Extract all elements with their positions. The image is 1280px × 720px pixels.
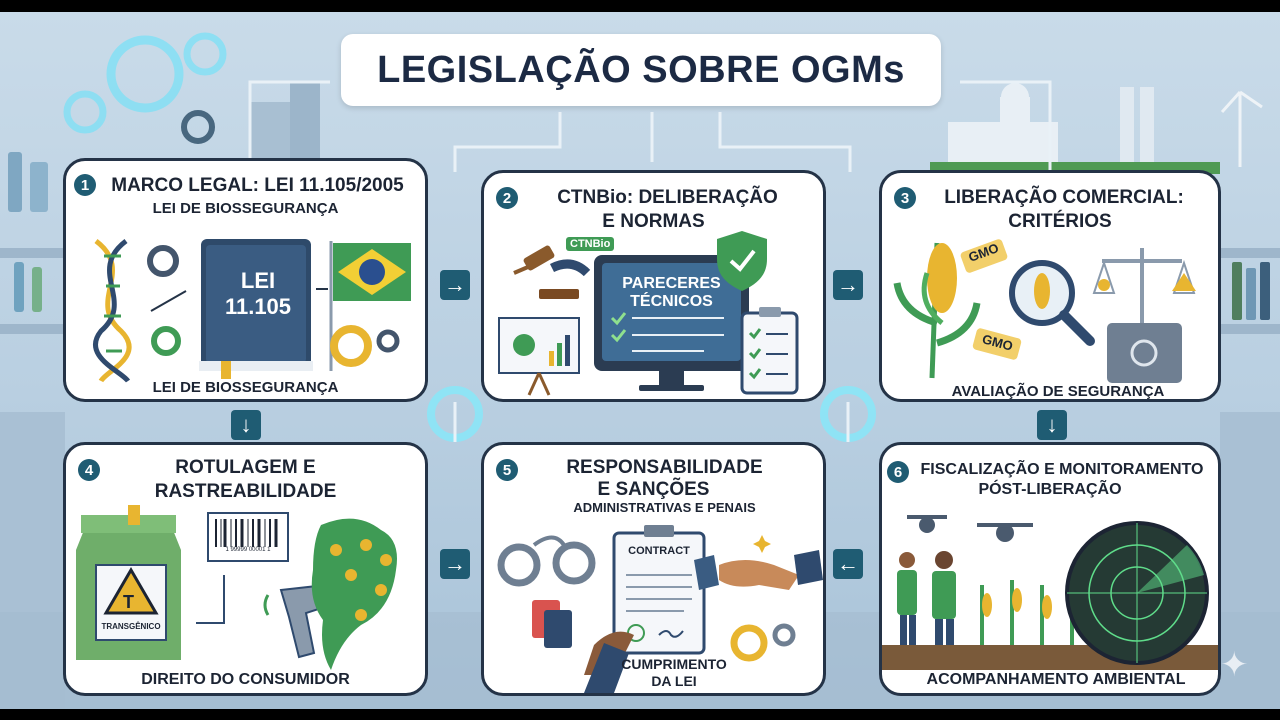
panel-5-illustration xyxy=(497,525,823,693)
panel-2-title: CTNBio: DELIBERAÇÃO xyxy=(557,187,778,208)
panel-4-footer: DIREITO DO CONSUMIDOR xyxy=(141,671,350,688)
book-text-2: 11.105 xyxy=(224,294,292,319)
arrow-right-4-5: → xyxy=(440,549,470,579)
arrow-right-1-2: → xyxy=(440,270,470,300)
panel-number-6: 6 xyxy=(887,461,909,483)
panel-1-footer: LEI DE BIOSSEGURANÇA xyxy=(152,379,339,396)
panel-1-title: MARCO LEGAL: LEI 11.105/2005 xyxy=(111,175,404,196)
arrow-down-1-4: ↓ xyxy=(231,410,261,440)
screen-text-1: PARECERES xyxy=(622,275,721,292)
ctnbio-tag: CTNBio xyxy=(566,237,615,251)
panel-5-title-line2: E SANÇÕES xyxy=(597,479,710,500)
panel-number-4: 4 xyxy=(78,459,100,481)
panel-3-illustration xyxy=(893,239,1196,383)
panel-number-1: 1 xyxy=(74,174,96,196)
panel-1-subtitle: LEI DE BIOSSEGURANÇA xyxy=(152,200,339,217)
panel-2-title-line2: E NORMAS xyxy=(602,211,705,232)
panel-3-title: LIBERAÇÃO COMERCIAL: xyxy=(944,187,1184,208)
barcode-number: 1 99999 00001 1 xyxy=(225,547,271,553)
arrow-left-6-5: ← xyxy=(833,549,863,579)
panel-6-illustration xyxy=(882,515,1218,670)
panel-responsabilidade: 5 RESPONSABILIDADE E SANÇÕES ADMINISTRAT… xyxy=(481,442,826,696)
panel-5-title: RESPONSABILIDADE xyxy=(566,457,763,478)
panel-liberacao-comercial: 3 LIBERAÇÃO COMERCIAL: CRITÉRIOS xyxy=(879,170,1221,402)
panel-5-footer: CUMPRIMENTO xyxy=(621,656,727,672)
panel-4-title-line2: RASTREABILIDADE xyxy=(154,481,337,502)
panel-number-2: 2 xyxy=(496,187,518,209)
panel-5-footer-line2: DA LEI xyxy=(651,673,697,689)
contract-heading: CONTRACT xyxy=(628,545,690,557)
panel-number-5: 5 xyxy=(496,459,518,481)
transgenic-symbol: T xyxy=(123,592,134,612)
panel-6-title-line2: PÓST-LIBERAÇÃO xyxy=(978,481,1122,498)
infographic-canvas: LEGISLAÇÃO SOBRE OGMs 1 MARCO LEGAL: LEI… xyxy=(0,12,1280,709)
sparkle-icon: ✦ xyxy=(1220,646,1249,684)
arrow-right-2-3: → xyxy=(833,270,863,300)
panel-4-title: ROTULAGEM E xyxy=(175,457,316,478)
panel-2-illustration xyxy=(498,231,799,396)
panel-rotulagem: 4 ROTULAGEM E RASTREABILIDADE xyxy=(63,442,428,696)
arrow-down-3-6: ↓ xyxy=(1037,410,1067,440)
panel-4-illustration xyxy=(76,505,397,670)
panel-1-illustration xyxy=(92,239,411,383)
panel-3-footer: AVALIAÇÃO DE SEGURANÇA xyxy=(951,383,1165,400)
panel-6-title: FISCALIZAÇÃO E MONITORAMENTO xyxy=(920,461,1204,478)
panel-6-footer: ACOMPANHAMENTO AMBIENTAL xyxy=(926,671,1186,688)
screen-text-2: TÉCNICOS xyxy=(630,293,713,310)
panel-fiscalizacao: 6 FISCALIZAÇÃO E MONITORAMENTO PÓST-LIBE… xyxy=(879,442,1221,696)
main-title-box: LEGISLAÇÃO SOBRE OGMs xyxy=(341,34,941,106)
panel-marco-legal: 1 MARCO LEGAL: LEI 11.105/2005 LEI DE BI… xyxy=(63,158,428,402)
book-text-1: LEI xyxy=(240,268,276,293)
panel-number-3: 3 xyxy=(894,187,916,209)
transgenic-label: TRANSGÊNICO xyxy=(101,622,161,631)
main-title: LEGISLAÇÃO SOBRE OGMs xyxy=(377,48,905,91)
panel-ctnbio: 2 CTNBio: DELIBERAÇÃO E NORMAS xyxy=(481,170,826,402)
panel-3-title-line2: CRITÉRIOS xyxy=(1008,211,1112,232)
panel-5-subtitle: ADMINISTRATIVAS E PENAIS xyxy=(573,500,756,515)
